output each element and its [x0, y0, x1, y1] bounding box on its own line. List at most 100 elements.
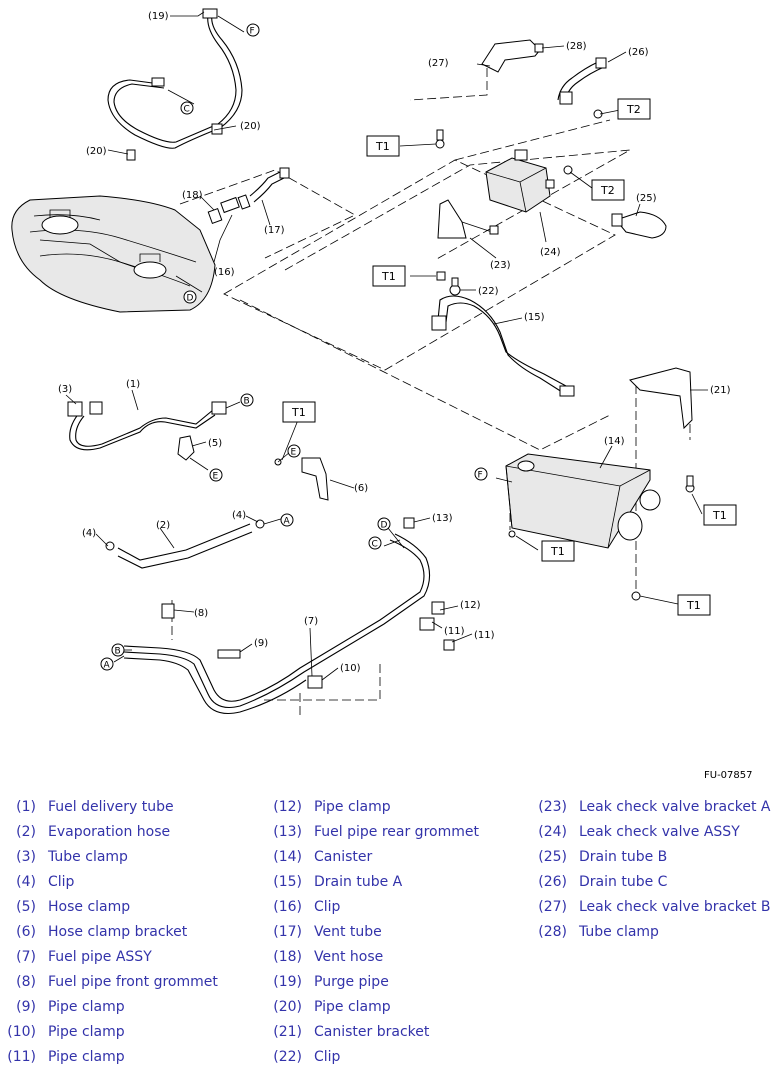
callout-20: (20) — [240, 121, 261, 132]
legend-item: (16)Clip — [273, 899, 341, 915]
figure-id: FU-07857 — [704, 770, 753, 781]
letter-f-top: F — [246, 23, 260, 37]
callout-11: (11) — [444, 626, 465, 637]
callout-14: (14) — [604, 436, 625, 447]
letter-d-pipe: D — [377, 517, 391, 531]
svg-text:T1: T1 — [291, 406, 306, 419]
leak-check-bracket-b-group — [481, 39, 607, 105]
legend-item: (10)Pipe clamp — [7, 1024, 125, 1040]
legend-column-2: (12)Pipe clamp (13)Fuel pipe rear gromme… — [262, 796, 479, 1071]
callout-21: (21) — [710, 385, 731, 396]
svg-text:B: B — [244, 397, 250, 407]
torque-t1-valve: T1 — [372, 265, 406, 287]
legend-item: (22)Clip — [273, 1049, 341, 1065]
callout-11: (11) — [474, 630, 495, 641]
torque-t1-bracket-b: T1 — [366, 135, 400, 157]
letter-f-canister: F — [474, 467, 488, 481]
svg-text:T1: T1 — [712, 509, 727, 522]
callout-1: (1) — [126, 379, 140, 390]
letter-c-pipe: C — [368, 536, 382, 550]
svg-text:E: E — [291, 448, 297, 458]
legend-item: (4)Clip — [16, 874, 75, 890]
legend-item: (28)Tube clamp — [538, 924, 659, 940]
callout-26: (26) — [628, 47, 649, 58]
legend-item: (20)Pipe clamp — [273, 999, 391, 1015]
callout-9: (9) — [254, 638, 268, 649]
callout-8: (8) — [194, 608, 208, 619]
svg-text:C: C — [184, 105, 190, 115]
svg-text:A: A — [104, 661, 111, 671]
callout-5: (5) — [208, 438, 222, 449]
svg-text:A: A — [284, 517, 291, 527]
legend-item: (19)Purge pipe — [273, 974, 389, 990]
letter-c-top: C — [180, 101, 194, 115]
svg-text:B: B — [115, 647, 121, 657]
callout-22: (22) — [478, 286, 499, 297]
svg-text:T1: T1 — [375, 140, 390, 153]
callout-12: (12) — [460, 600, 481, 611]
fuel-pipe-assy — [123, 517, 455, 715]
svg-text:F: F — [478, 471, 483, 481]
svg-text:D: D — [381, 521, 388, 531]
callout-27: (27) — [428, 58, 449, 69]
letter-a-clip: A — [280, 513, 294, 527]
legend-item: (13)Fuel pipe rear grommet — [273, 824, 479, 840]
canister — [505, 453, 661, 549]
legend-item: (14)Canister — [273, 849, 373, 865]
svg-text:E: E — [213, 472, 219, 482]
callout-24: (24) — [540, 247, 561, 258]
letter-e-bracket: E — [287, 444, 301, 458]
legend-item: (6)Hose clamp bracket — [16, 924, 188, 940]
legend-item: (12)Pipe clamp — [273, 799, 391, 815]
legend-column-3: (23)Leak check valve bracket A (24)Leak … — [527, 796, 771, 946]
legend-item: (26)Drain tube C — [538, 874, 668, 890]
legend-item: (5)Hose clamp — [16, 899, 131, 915]
svg-text:C: C — [372, 540, 378, 550]
callout-2: (2) — [156, 520, 170, 531]
assembly-guide-lines — [171, 68, 691, 715]
svg-text:T1: T1 — [686, 599, 701, 612]
svg-text:T2: T2 — [600, 184, 615, 197]
legend-item: (3)Tube clamp — [16, 849, 128, 865]
torque-t2-upper: T2 — [617, 98, 651, 120]
callout-6: (6) — [354, 483, 368, 494]
legend-column-1: (1)Fuel delivery tube (2)Evaporation hos… — [0, 796, 218, 1071]
torque-t1-canister-right: T1 — [703, 504, 737, 526]
vent-parts — [207, 167, 290, 224]
letter-d-tank: D — [183, 290, 197, 304]
clip-22 — [436, 271, 461, 296]
letter-a-pipe: A — [100, 657, 114, 671]
letter-e-hose: E — [209, 468, 223, 482]
legend-item: (8)Fuel pipe front grommet — [16, 974, 218, 990]
letter-b-pipe: B — [111, 643, 125, 657]
view-letters: F C D B E E A D C B A F — [100, 23, 488, 671]
legend-item: (18)Vent hose — [273, 949, 384, 965]
callout-25: (25) — [636, 193, 657, 204]
callout-20: (20) — [86, 146, 107, 157]
leak-check-valve-group — [435, 109, 603, 239]
torque-boxes: T1 T2 T2 T1 T1 T1 T1 T1 — [282, 98, 737, 616]
callout-10: (10) — [340, 663, 361, 674]
svg-text:D: D — [187, 294, 194, 304]
svg-text:T1: T1 — [550, 545, 565, 558]
torque-t1-canister-bottom: T1 — [541, 540, 575, 562]
svg-text:T1: T1 — [381, 270, 396, 283]
legend-item: (25)Drain tube B — [538, 849, 668, 865]
callout-19: (19) — [148, 11, 169, 22]
torque-t1-bracket: T1 — [282, 401, 316, 423]
callout-28: (28) — [566, 41, 587, 52]
callout-23: (23) — [490, 260, 511, 271]
legend-item: (27)Leak check valve bracket B — [538, 899, 771, 915]
drain-tube-a — [431, 295, 575, 397]
callout-16: (16) — [214, 267, 235, 278]
parts-diagram: (19) (20) (20) (18) (17) (16) (27) (28) … — [11, 8, 737, 715]
fuel-delivery-tube — [67, 401, 282, 466]
drain-tube-b — [611, 211, 667, 239]
svg-text:F: F — [250, 27, 255, 37]
callout-17: (17) — [264, 225, 285, 236]
legend-item: (2)Evaporation hose — [16, 824, 171, 840]
callout-18: (18) — [182, 190, 203, 201]
hose-clamp-bracket — [301, 457, 329, 501]
legend-item: (1)Fuel delivery tube — [16, 799, 174, 815]
letter-b-tube: B — [240, 393, 254, 407]
